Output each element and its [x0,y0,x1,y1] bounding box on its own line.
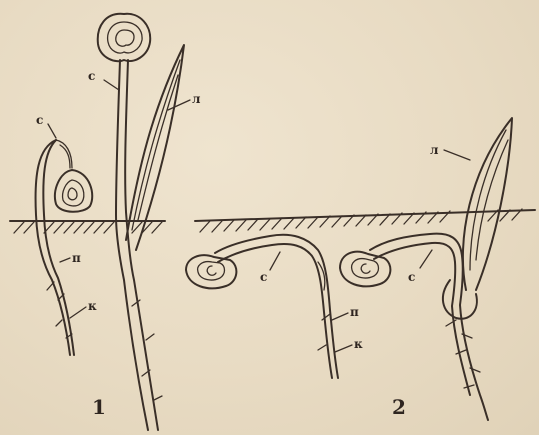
label-cotyledon-2b: с [408,270,415,284]
label-hypocotyl-2a: п [350,305,359,319]
label-cotyledon-2a: с [260,270,267,284]
label-hypocotyl-1a: п [72,251,81,265]
label-cotyledon-1b: с [88,69,95,83]
seedling-2b-mature [340,118,512,420]
figure-number-1: 1 [92,395,106,419]
label-cotyledon-1a: с [36,113,43,127]
seedling-2a-young [186,235,352,378]
label-leaf-1b: л [192,92,201,106]
label-root-1a: к [88,299,97,313]
seedling-1a-young [36,124,93,355]
figure-number-2: 2 [392,395,406,419]
label-leaf-2b: л [430,143,439,157]
label-root-2a: к [354,337,363,351]
